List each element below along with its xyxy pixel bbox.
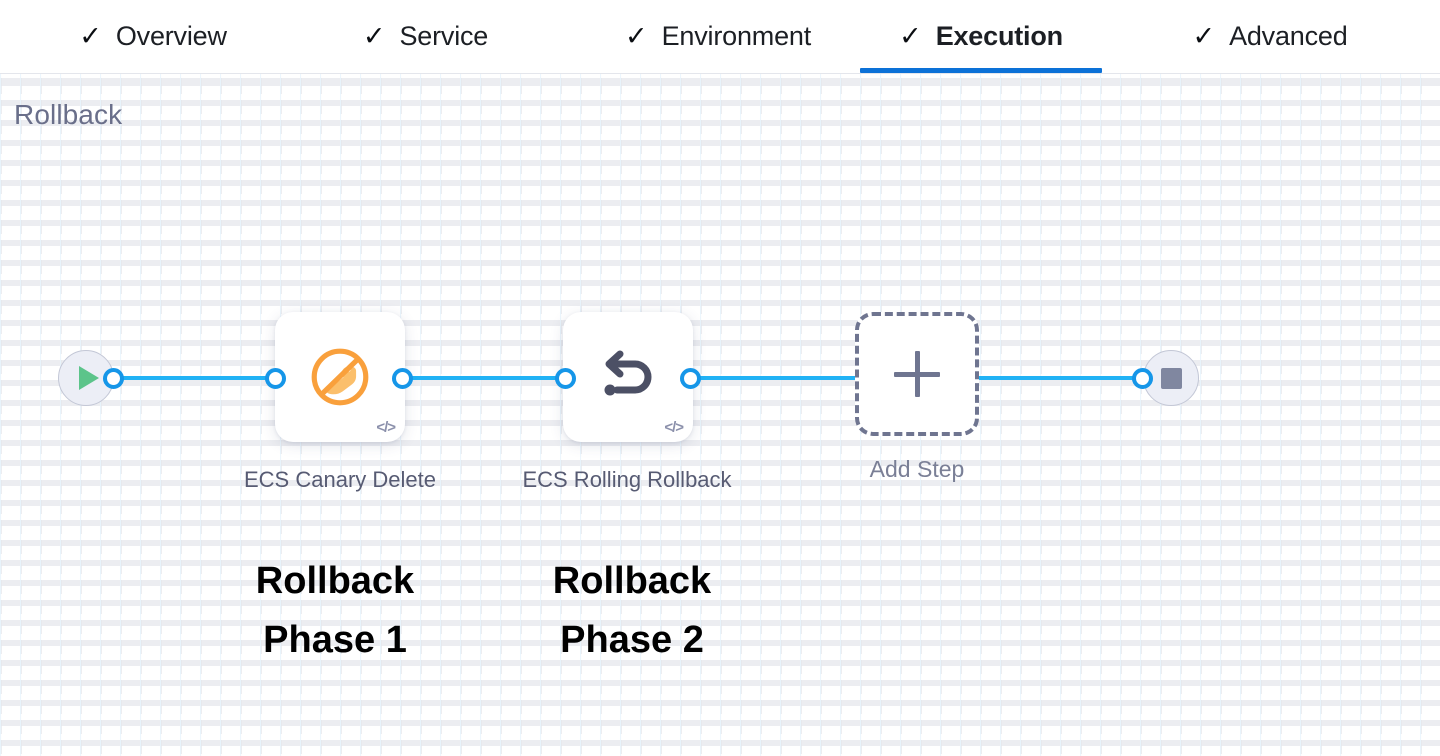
tab-overview-label: Overview — [115, 21, 227, 51]
tab-service-label: Service — [399, 21, 489, 51]
annotation-rollback-phase-2: Rollback Phase 2 — [552, 560, 712, 661]
check-icon: ✓ — [362, 21, 386, 51]
section-title-rollback: Rollback — [14, 99, 123, 130]
tab-execution-label: Execution — [935, 21, 1063, 51]
connector-addstep-to-end — [972, 376, 1147, 380]
connector-dot-start-out[interactable] — [103, 368, 124, 389]
connector-dot-step2-in[interactable] — [555, 368, 576, 389]
pipeline-graph: </> ECS Canary Delete </> ECS Rolling Ro… — [0, 74, 1440, 756]
tab-active-underline — [860, 68, 1102, 73]
add-step-label: Add Step — [869, 456, 965, 482]
connector-dot-step2-out[interactable] — [680, 368, 701, 389]
check-icon: ✓ — [79, 21, 102, 51]
pipeline-tab-bar: ✓ Overview ✓ Service ✓ Environment ✓ Exe… — [0, 0, 1440, 74]
pipeline-canvas[interactable]: Rollback — [0, 74, 1440, 756]
tab-environment-label: Environment — [661, 21, 812, 51]
tab-execution[interactable]: ✓ Execution — [860, 0, 1102, 73]
connector-dot-step1-out[interactable] — [392, 368, 413, 389]
step-node-ecs-rolling-rollback[interactable]: </> — [563, 312, 693, 442]
tab-advanced[interactable]: ✓ Advanced — [1140, 0, 1400, 73]
plus-icon — [894, 351, 940, 397]
check-icon: ✓ — [1192, 21, 1216, 51]
stop-icon — [1160, 367, 1182, 389]
tab-environment[interactable]: ✓ Environment — [573, 0, 863, 73]
tab-overview[interactable]: ✓ Overview — [28, 0, 278, 73]
play-icon — [78, 366, 99, 390]
connector-start-to-step1 — [112, 376, 282, 380]
step-label-ecs-rolling-rollback: ECS Rolling Rollback — [522, 467, 732, 492]
add-step-button[interactable] — [855, 312, 979, 436]
tab-service[interactable]: ✓ Service — [318, 0, 533, 73]
tab-advanced-label: Advanced — [1229, 21, 1348, 51]
check-icon: ✓ — [899, 21, 922, 51]
connector-step2-to-addstep — [688, 376, 868, 380]
connector-dot-end-in[interactable] — [1132, 368, 1153, 389]
step-label-ecs-canary-delete: ECS Canary Delete — [244, 467, 436, 492]
code-badge-icon[interactable]: </> — [664, 419, 684, 436]
step-node-ecs-canary-delete[interactable]: </> — [275, 312, 405, 442]
annotation-rollback-phase-1: Rollback Phase 1 — [255, 560, 415, 661]
connector-dot-step1-in[interactable] — [265, 368, 286, 389]
canary-delete-icon — [311, 348, 369, 406]
connector-step1-to-step2 — [400, 376, 570, 380]
code-badge-icon[interactable]: </> — [376, 419, 396, 436]
check-icon: ✓ — [625, 21, 648, 51]
rollback-arrow-icon — [604, 350, 652, 396]
